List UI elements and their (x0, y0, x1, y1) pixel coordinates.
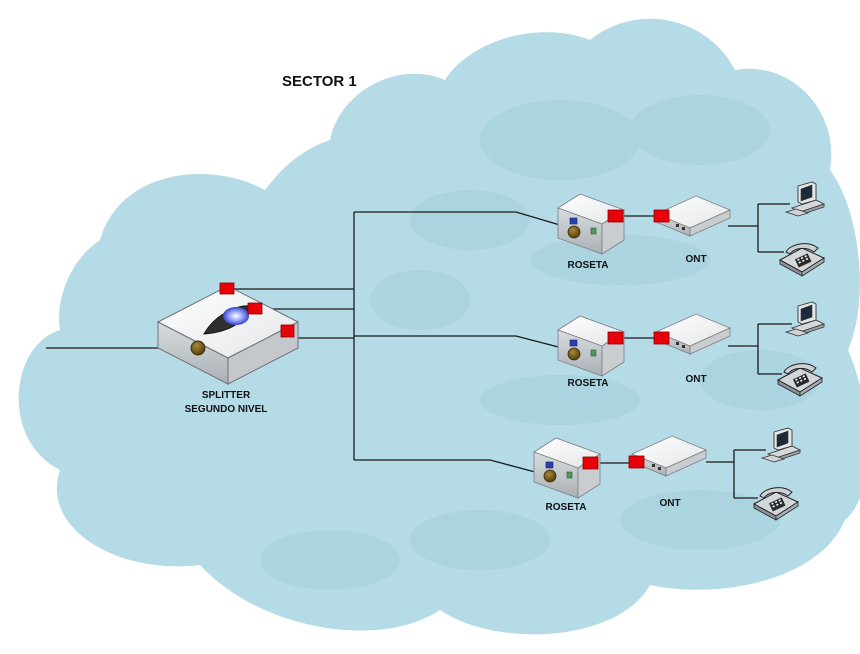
ont-1-label: ONT (685, 254, 706, 265)
cloud-background (18, 18, 860, 635)
splitter-port-2 (247, 302, 263, 315)
roseta-3-label: ROSETA (546, 502, 587, 513)
ont-2-port (653, 331, 670, 345)
ont-3-port (628, 455, 645, 469)
wiring (46, 203, 792, 499)
feeder-branch-3 (354, 459, 551, 477)
branch-2: ROSETA ONT (557, 301, 825, 397)
feeder-branch-1 (354, 211, 571, 229)
branch-1: ROSETA ONT (557, 181, 825, 277)
splitter-input-connector (190, 340, 206, 356)
ont-1-port (653, 209, 670, 223)
splitter-port-3 (280, 324, 295, 338)
branch-3: ROSETA ONT (533, 427, 801, 521)
roseta-1-port (607, 209, 624, 223)
optical-splitter-icon (156, 282, 300, 385)
splitter-label-line1: SPLITTER (202, 390, 251, 401)
roseta-2-port (607, 331, 624, 345)
splitter-node: SPLITTER SEGUNDO NIVEL (156, 282, 300, 415)
diagram-title: SECTOR 1 (282, 73, 357, 90)
roseta-2-label: ROSETA (568, 378, 609, 389)
feeder-branch-2 (354, 335, 571, 351)
ont-2-label: ONT (685, 374, 706, 385)
splitter-port-1 (219, 282, 235, 295)
roseta-1-label: ROSETA (568, 260, 609, 271)
ont-3-label: ONT (659, 498, 680, 509)
splitter-label-line2: SEGUNDO NIVEL (185, 404, 268, 415)
roseta-3-port (582, 456, 599, 470)
